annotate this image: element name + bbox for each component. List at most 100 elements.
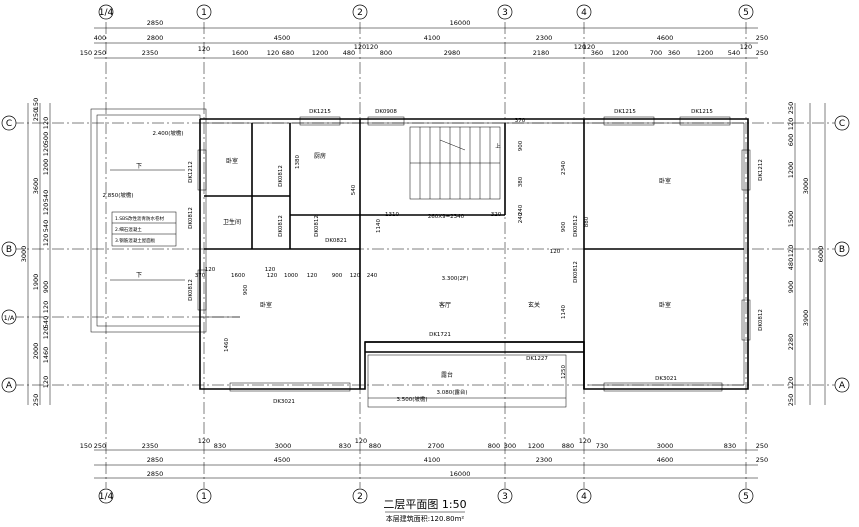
grid-col-label: 3	[502, 492, 508, 502]
dim-text: 120	[267, 273, 278, 279]
dim-text: 250	[94, 49, 106, 57]
opening-code: DK0908	[375, 109, 397, 115]
dim-text: 300	[504, 442, 516, 450]
dim-text: 120	[42, 376, 50, 388]
dim-text: 120	[42, 117, 50, 129]
grid-row-label: A	[6, 381, 13, 391]
dim-text: 360	[668, 49, 680, 57]
dim-text: 320	[491, 212, 502, 218]
opening-code: DK1721	[429, 332, 451, 338]
dim-text: 120	[265, 267, 276, 273]
dim-text: 540	[351, 184, 357, 195]
stair-direction-label: 上	[495, 142, 501, 150]
opening-code: DK0812	[573, 261, 579, 283]
dim-text: 1460	[224, 338, 230, 352]
dim-text: 2180	[533, 49, 550, 57]
dim-text: 1600	[231, 273, 245, 279]
dim-text: 380	[518, 176, 524, 187]
grid-row-label: B	[839, 245, 845, 255]
opening-code: DK0812	[188, 279, 194, 301]
opening-code: DK0812	[758, 309, 764, 331]
elevation-label: 2.850(坡檐)	[102, 191, 133, 199]
grid-row-label: 1/A	[4, 314, 15, 322]
opening-code: DK1215	[691, 109, 713, 115]
dim-text: 250	[756, 34, 768, 42]
drawing-title: 二层平面图 1:50	[383, 498, 466, 511]
dim-text: 120	[550, 249, 561, 255]
stair-dimension: 260X9=2340	[428, 214, 465, 220]
room-label: 厨房	[314, 152, 326, 160]
dim-text: 1140	[561, 305, 567, 319]
dim-text: 4100	[424, 34, 441, 42]
dimensions-bottom: 150 250 2350 120 830 3000 830 120 880 27…	[80, 437, 768, 478]
dim-text: 3000	[657, 442, 674, 450]
dim-text: 120	[583, 43, 595, 51]
grid-col-label: 5	[743, 492, 749, 502]
dim-text: 1200	[697, 49, 714, 57]
grid-col-label: 1	[201, 492, 207, 502]
grid-bubbles-left: C B 1/A A	[1, 115, 17, 393]
dimension-lines	[27, 27, 826, 479]
opening-code: DK0812	[314, 215, 320, 237]
opening-code: DK3021	[655, 376, 677, 382]
dim-text: 2800	[147, 34, 164, 42]
dim-text: 250	[787, 394, 795, 406]
dimensions-left: 150 250 120 500 120 1200 540 120 540 120…	[20, 98, 50, 406]
grid-col-label: 5	[743, 8, 749, 18]
note-text: 2.细石混凝土	[115, 226, 142, 233]
dim-text: 120	[787, 245, 795, 257]
dim-text: 6000	[817, 246, 825, 263]
dim-text: 4600	[657, 456, 674, 464]
dim-text: 880	[584, 216, 590, 227]
dim-text: 120	[267, 49, 279, 57]
dim-text: 480	[787, 258, 795, 270]
opening-code: DK1215	[614, 109, 636, 115]
dim-text: 3000	[802, 178, 810, 195]
dim-text: 3000	[20, 246, 28, 263]
dim-text: 4600	[657, 34, 674, 42]
dim-text: 3900	[802, 310, 810, 327]
elevation-label: 3.500(坡檐)	[396, 395, 427, 403]
dim-text: 120	[574, 43, 586, 51]
dim-text: 830	[724, 442, 736, 450]
dim-text: 120	[354, 43, 366, 51]
dim-text: 370	[195, 273, 206, 279]
dim-text: 4500	[274, 34, 291, 42]
note-text: 1.SBS改性沥青防水卷材	[115, 215, 165, 222]
grid-bubbles-right: C B A	[834, 115, 850, 393]
dim-text: 120	[740, 43, 752, 51]
dim-text: 120	[787, 377, 795, 389]
opening-code: DK0812	[278, 215, 284, 237]
dim-text: 240	[518, 212, 524, 223]
note-text: 3.钢筋混凝土屋面板	[115, 237, 156, 244]
dim-text: 1200	[312, 49, 329, 57]
dim-text: 540	[728, 49, 740, 57]
dim-text: 1460	[42, 347, 50, 364]
elevation-marks: 2.400(坡檐) 2.850(坡檐) 3.300(2F) 3.080(露台) …	[102, 129, 501, 403]
dim-text: 880	[562, 442, 574, 450]
dim-text: 120	[42, 234, 50, 246]
dim-text: 900	[787, 281, 795, 293]
grid-col-label: 4	[581, 492, 587, 502]
opening-code: DK0812	[278, 165, 284, 187]
room-labels: 卧室 卫生间 厨房 卧室 卧室 客厅 玄关 卧室 露台	[223, 152, 671, 379]
elevation-label: 3.080(露台)	[436, 388, 467, 396]
dim-text: 360	[591, 49, 603, 57]
opening-code: DK0812	[573, 215, 579, 237]
opening-codes: DK1215 DK0908 DK1215 DK1215 DK1212 DK081…	[188, 109, 764, 405]
dim-text: 4100	[424, 456, 441, 464]
room-label: 卫生间	[223, 218, 241, 226]
dim-text: 400	[94, 34, 106, 42]
dim-text: 2850	[147, 456, 164, 464]
dim-text: 2300	[536, 456, 553, 464]
dim-text: 830	[339, 442, 351, 450]
grid-row-label: C	[839, 119, 845, 129]
dim-text: 250	[32, 394, 40, 406]
drawing-subtitle: 本层建筑面积:120.80m²	[386, 514, 465, 523]
dim-text: 2700	[428, 442, 445, 450]
opening-code: DK0821	[325, 238, 347, 244]
dim-text: 120	[205, 267, 216, 273]
walls	[90, 108, 751, 408]
dim-text: 120	[42, 301, 50, 313]
